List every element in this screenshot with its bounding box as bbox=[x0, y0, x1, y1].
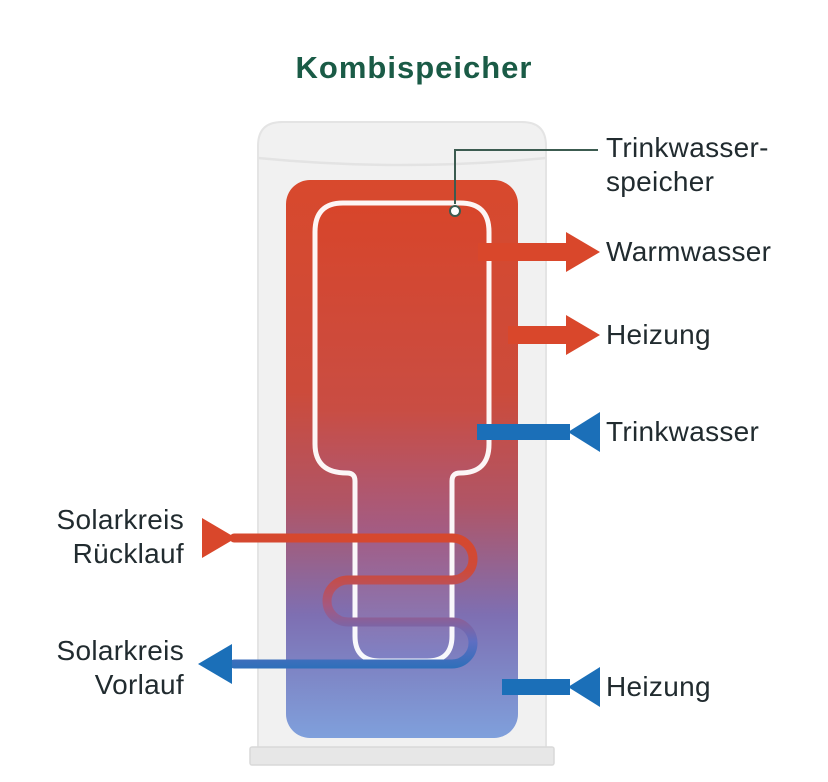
label-trinkwasserspeicher-line2: speicher bbox=[606, 166, 715, 197]
trinkwasser-arrow-head bbox=[568, 412, 600, 452]
solar-return-arrow-head bbox=[202, 518, 236, 558]
callout-line bbox=[454, 149, 598, 204]
label-solarkreis-vorlauf-line2: Vorlauf bbox=[94, 669, 184, 700]
trinkwasser-arrow bbox=[477, 412, 600, 452]
tank-base bbox=[249, 746, 555, 766]
heizung-top-arrow-shaft bbox=[508, 326, 568, 344]
label-heizung-bottom: Heizung bbox=[606, 671, 711, 702]
label-solarkreis-ruecklauf-line1: Solarkreis bbox=[56, 504, 184, 535]
solar-coil bbox=[229, 533, 478, 669]
heizung-bottom-arrow bbox=[502, 667, 600, 707]
label-warmwasser: Warmwasser bbox=[606, 236, 772, 267]
warmwasser-arrow-head bbox=[566, 232, 600, 272]
warmwasser-arrow-shaft bbox=[478, 243, 568, 261]
page-title: Kombispeicher bbox=[295, 50, 533, 85]
warmwasser-arrow bbox=[478, 232, 600, 272]
heizung-bottom-arrow-head bbox=[568, 667, 600, 707]
callout-dot bbox=[449, 205, 461, 217]
label-solarkreis-vorlauf-line1: Solarkreis bbox=[56, 635, 184, 666]
solar-flow-arrow-head bbox=[198, 644, 232, 684]
heizung-top-arrow-head bbox=[566, 315, 600, 355]
label-trinkwasser: Trinkwasser bbox=[606, 416, 760, 447]
label-solarkreis-ruecklauf: Solarkreis Rücklauf bbox=[0, 503, 184, 571]
label-heizung-top: Heizung bbox=[606, 319, 711, 350]
label-solarkreis-vorlauf: Solarkreis Vorlauf bbox=[0, 634, 184, 702]
heizung-top-arrow bbox=[508, 315, 600, 355]
trinkwasser-arrow-shaft bbox=[477, 424, 570, 440]
label-trinkwasserspeicher-line1: Trinkwasser- bbox=[606, 132, 769, 163]
label-trinkwasserspeicher: Trinkwasser- speicher bbox=[606, 131, 769, 199]
tank-lid-seam bbox=[257, 156, 547, 167]
heizung-bottom-arrow-shaft bbox=[502, 679, 570, 695]
label-solarkreis-ruecklauf-line2: Rücklauf bbox=[72, 538, 184, 569]
